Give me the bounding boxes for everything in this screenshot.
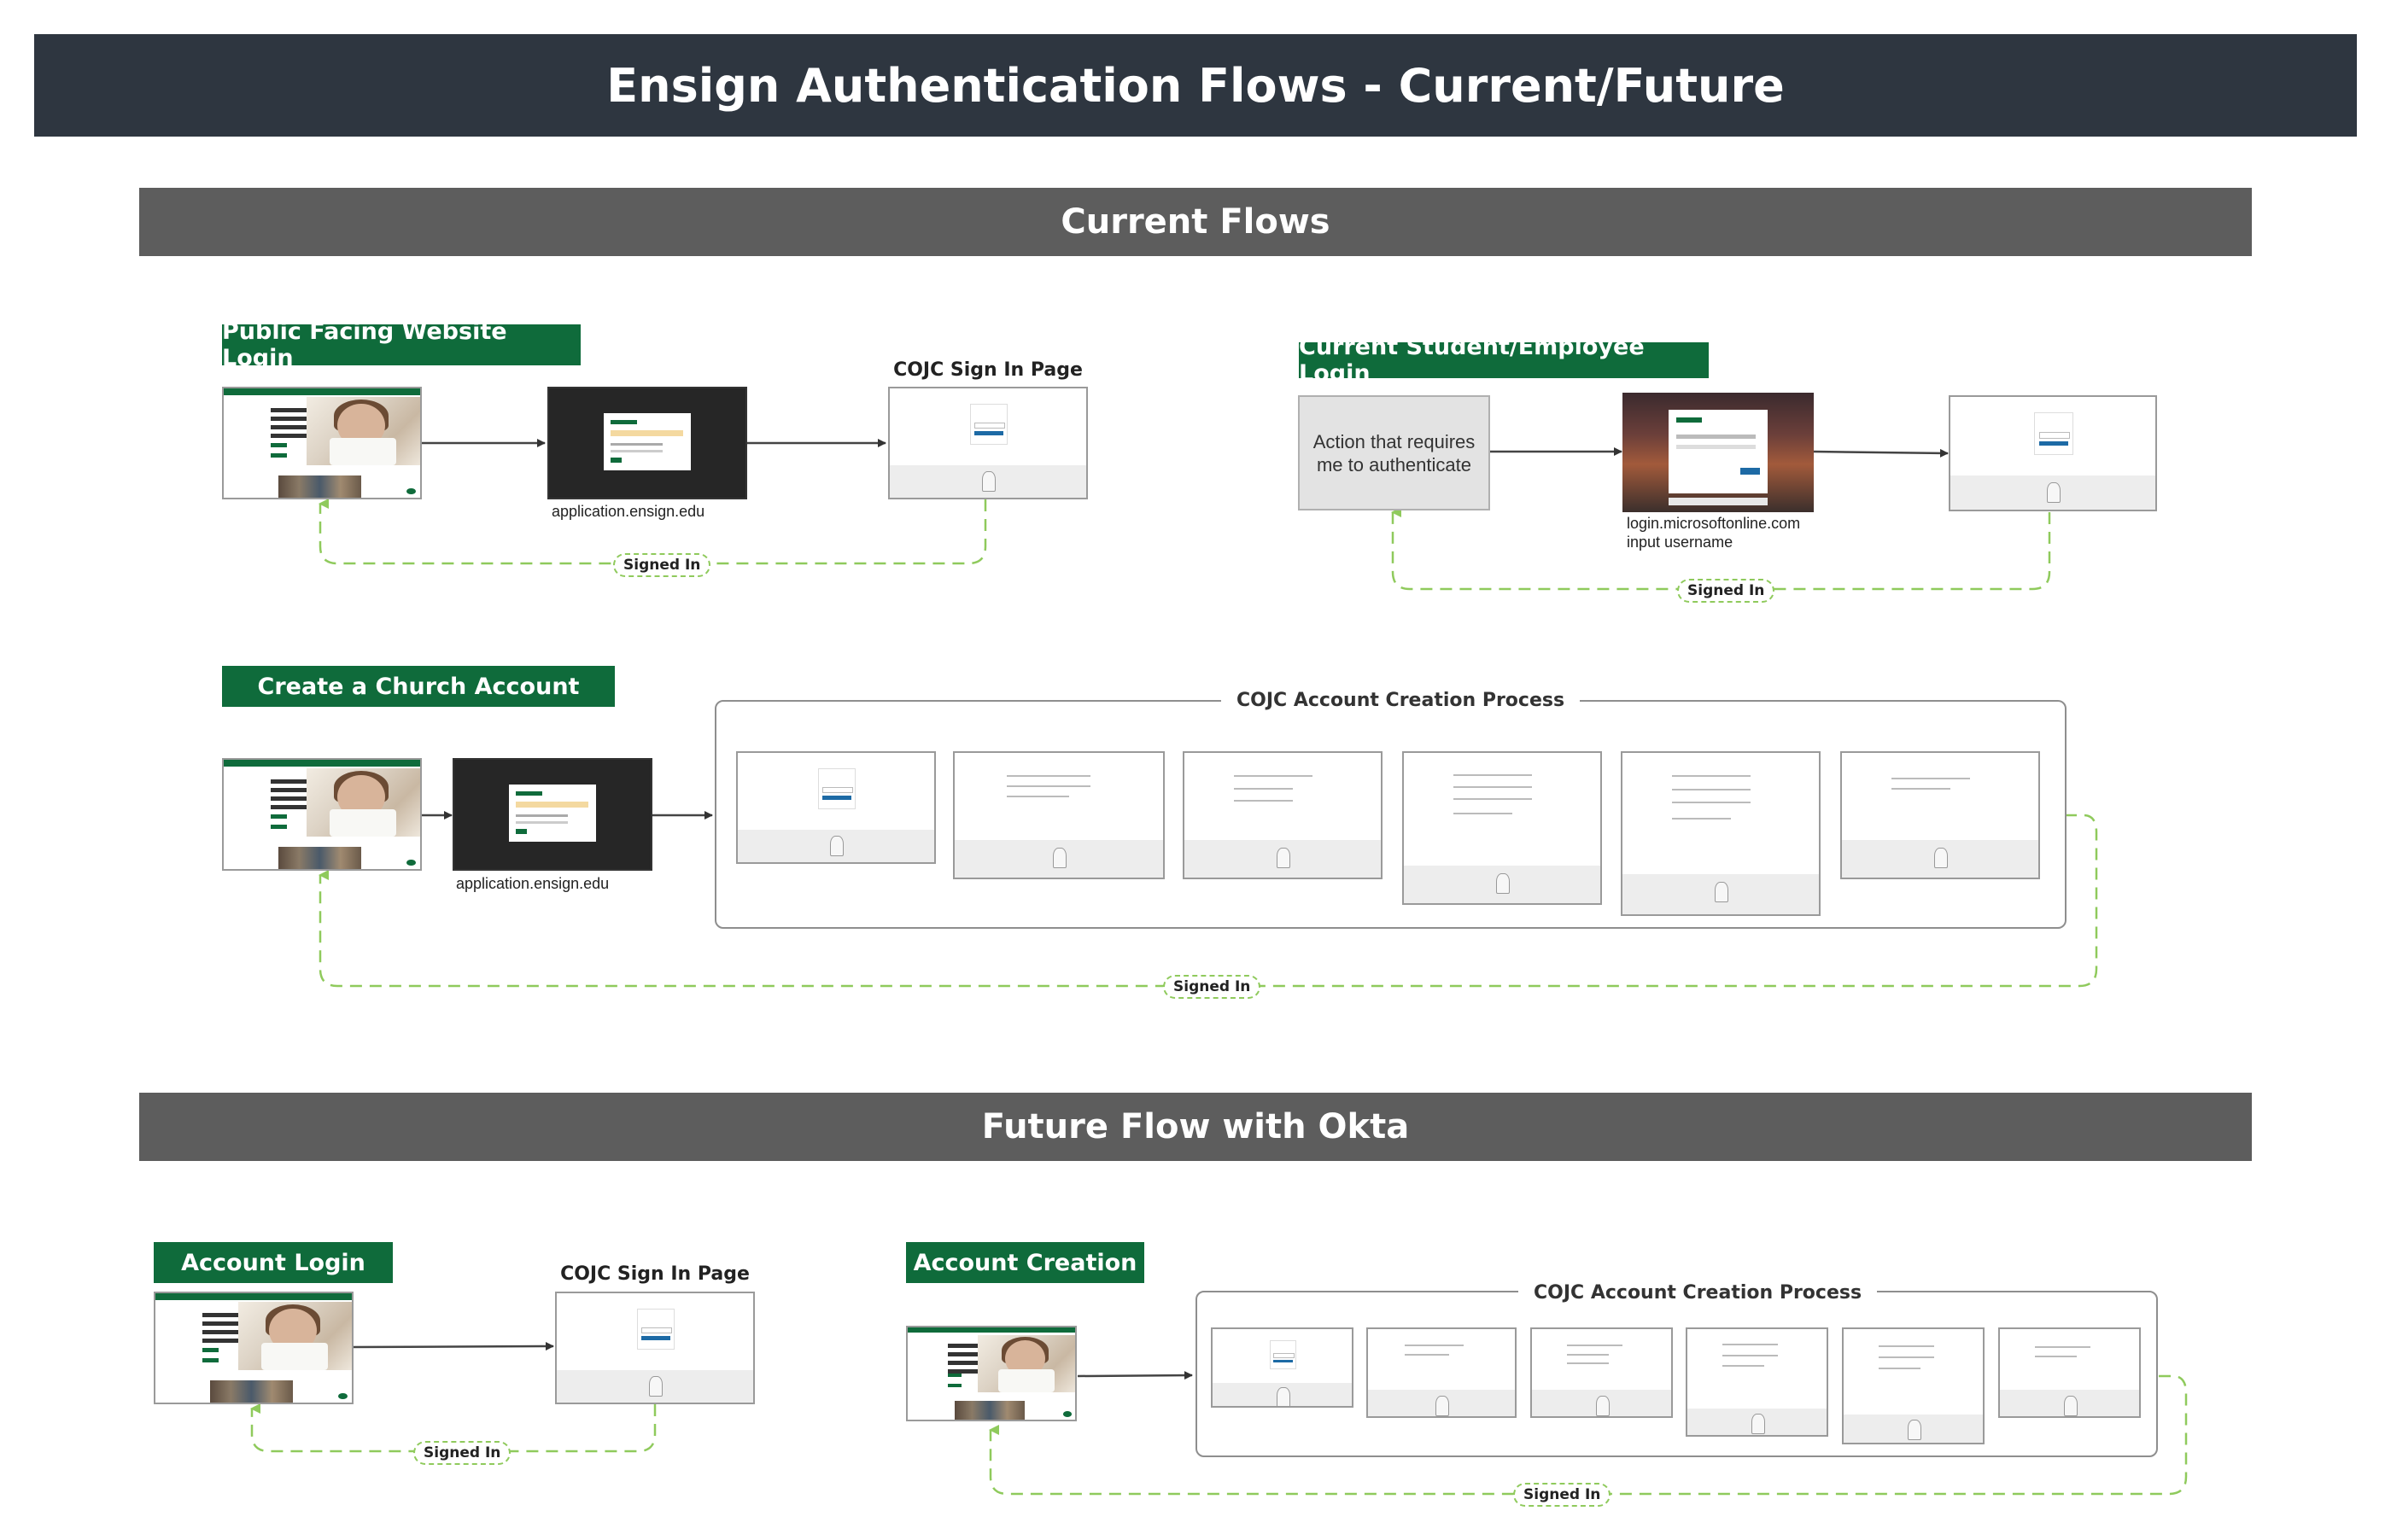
signed-in-loop-okta-creation (989, 1374, 2188, 1496)
website-screenshot (906, 1326, 1077, 1421)
process-title: COJC Account Creation Process (1518, 1282, 1878, 1304)
form-screenshot (1842, 1327, 1985, 1444)
process-title: COJC Account Creation Process (1221, 690, 1581, 711)
label-current-student-login: Current Student/Employee Login (1299, 334, 1709, 387)
form-screenshot (1402, 751, 1602, 905)
action-requires-auth-box: Action that requires me to authenticate (1298, 395, 1490, 510)
caption-cojc-sign-in: COJC Sign In Page (560, 1263, 750, 1285)
arrow-student-2 (1813, 448, 1949, 458)
signed-in-loop-church (319, 814, 2098, 988)
form-screenshot (953, 751, 1165, 879)
form-screenshot (1366, 1327, 1517, 1418)
signed-in-badge: Signed In (1163, 975, 1261, 999)
caption-microsoft-url: login.microsoftonline.com (1627, 515, 1801, 532)
modal-screenshot (547, 387, 747, 499)
website-screenshot (154, 1292, 354, 1404)
label-account-creation: Account Creation (906, 1242, 1144, 1283)
website-screenshot (222, 387, 422, 499)
modal-screenshot (453, 758, 652, 871)
form-screenshot (1840, 751, 2040, 879)
microsoft-login-screenshot (1622, 393, 1814, 512)
sign-in-screenshot (555, 1292, 755, 1404)
account-creation-process-box (1196, 1291, 2158, 1457)
signed-in-badge: Signed In (1677, 579, 1775, 603)
form-screenshot (1686, 1327, 1828, 1437)
section-header-current: Current Flows (139, 188, 2252, 256)
sign-in-screenshot (736, 751, 936, 864)
form-screenshot (1998, 1327, 2141, 1418)
arrow-okta-login (353, 1342, 554, 1351)
sign-in-screenshot (1949, 395, 2157, 511)
caption-application-url: application.ensign.edu (552, 503, 705, 520)
form-screenshot (1183, 751, 1383, 879)
sign-in-screenshot (888, 387, 1088, 499)
label-account-login: Account Login (154, 1242, 393, 1283)
form-screenshot (1621, 751, 1821, 916)
label-public-facing-login: Public Facing Website Login (222, 318, 581, 371)
page-title: Ensign Authentication Flows - Current/Fu… (34, 34, 2357, 137)
sign-in-screenshot (1211, 1327, 1353, 1408)
caption-input-username: input username (1627, 534, 1733, 551)
caption-application-url: application.ensign.edu (456, 875, 610, 892)
signed-in-badge: Signed In (1513, 1483, 1611, 1507)
website-screenshot (222, 758, 422, 871)
signed-in-badge: Signed In (613, 553, 711, 577)
arrow-okta-creation (1077, 1371, 1193, 1380)
signed-in-badge: Signed In (413, 1441, 512, 1465)
section-header-future: Future Flow with Okta (139, 1093, 2252, 1161)
caption-cojc-sign-in: COJC Sign In Page (893, 359, 1083, 381)
form-screenshot (1530, 1327, 1673, 1418)
label-create-church-account: Create a Church Account (222, 666, 615, 707)
